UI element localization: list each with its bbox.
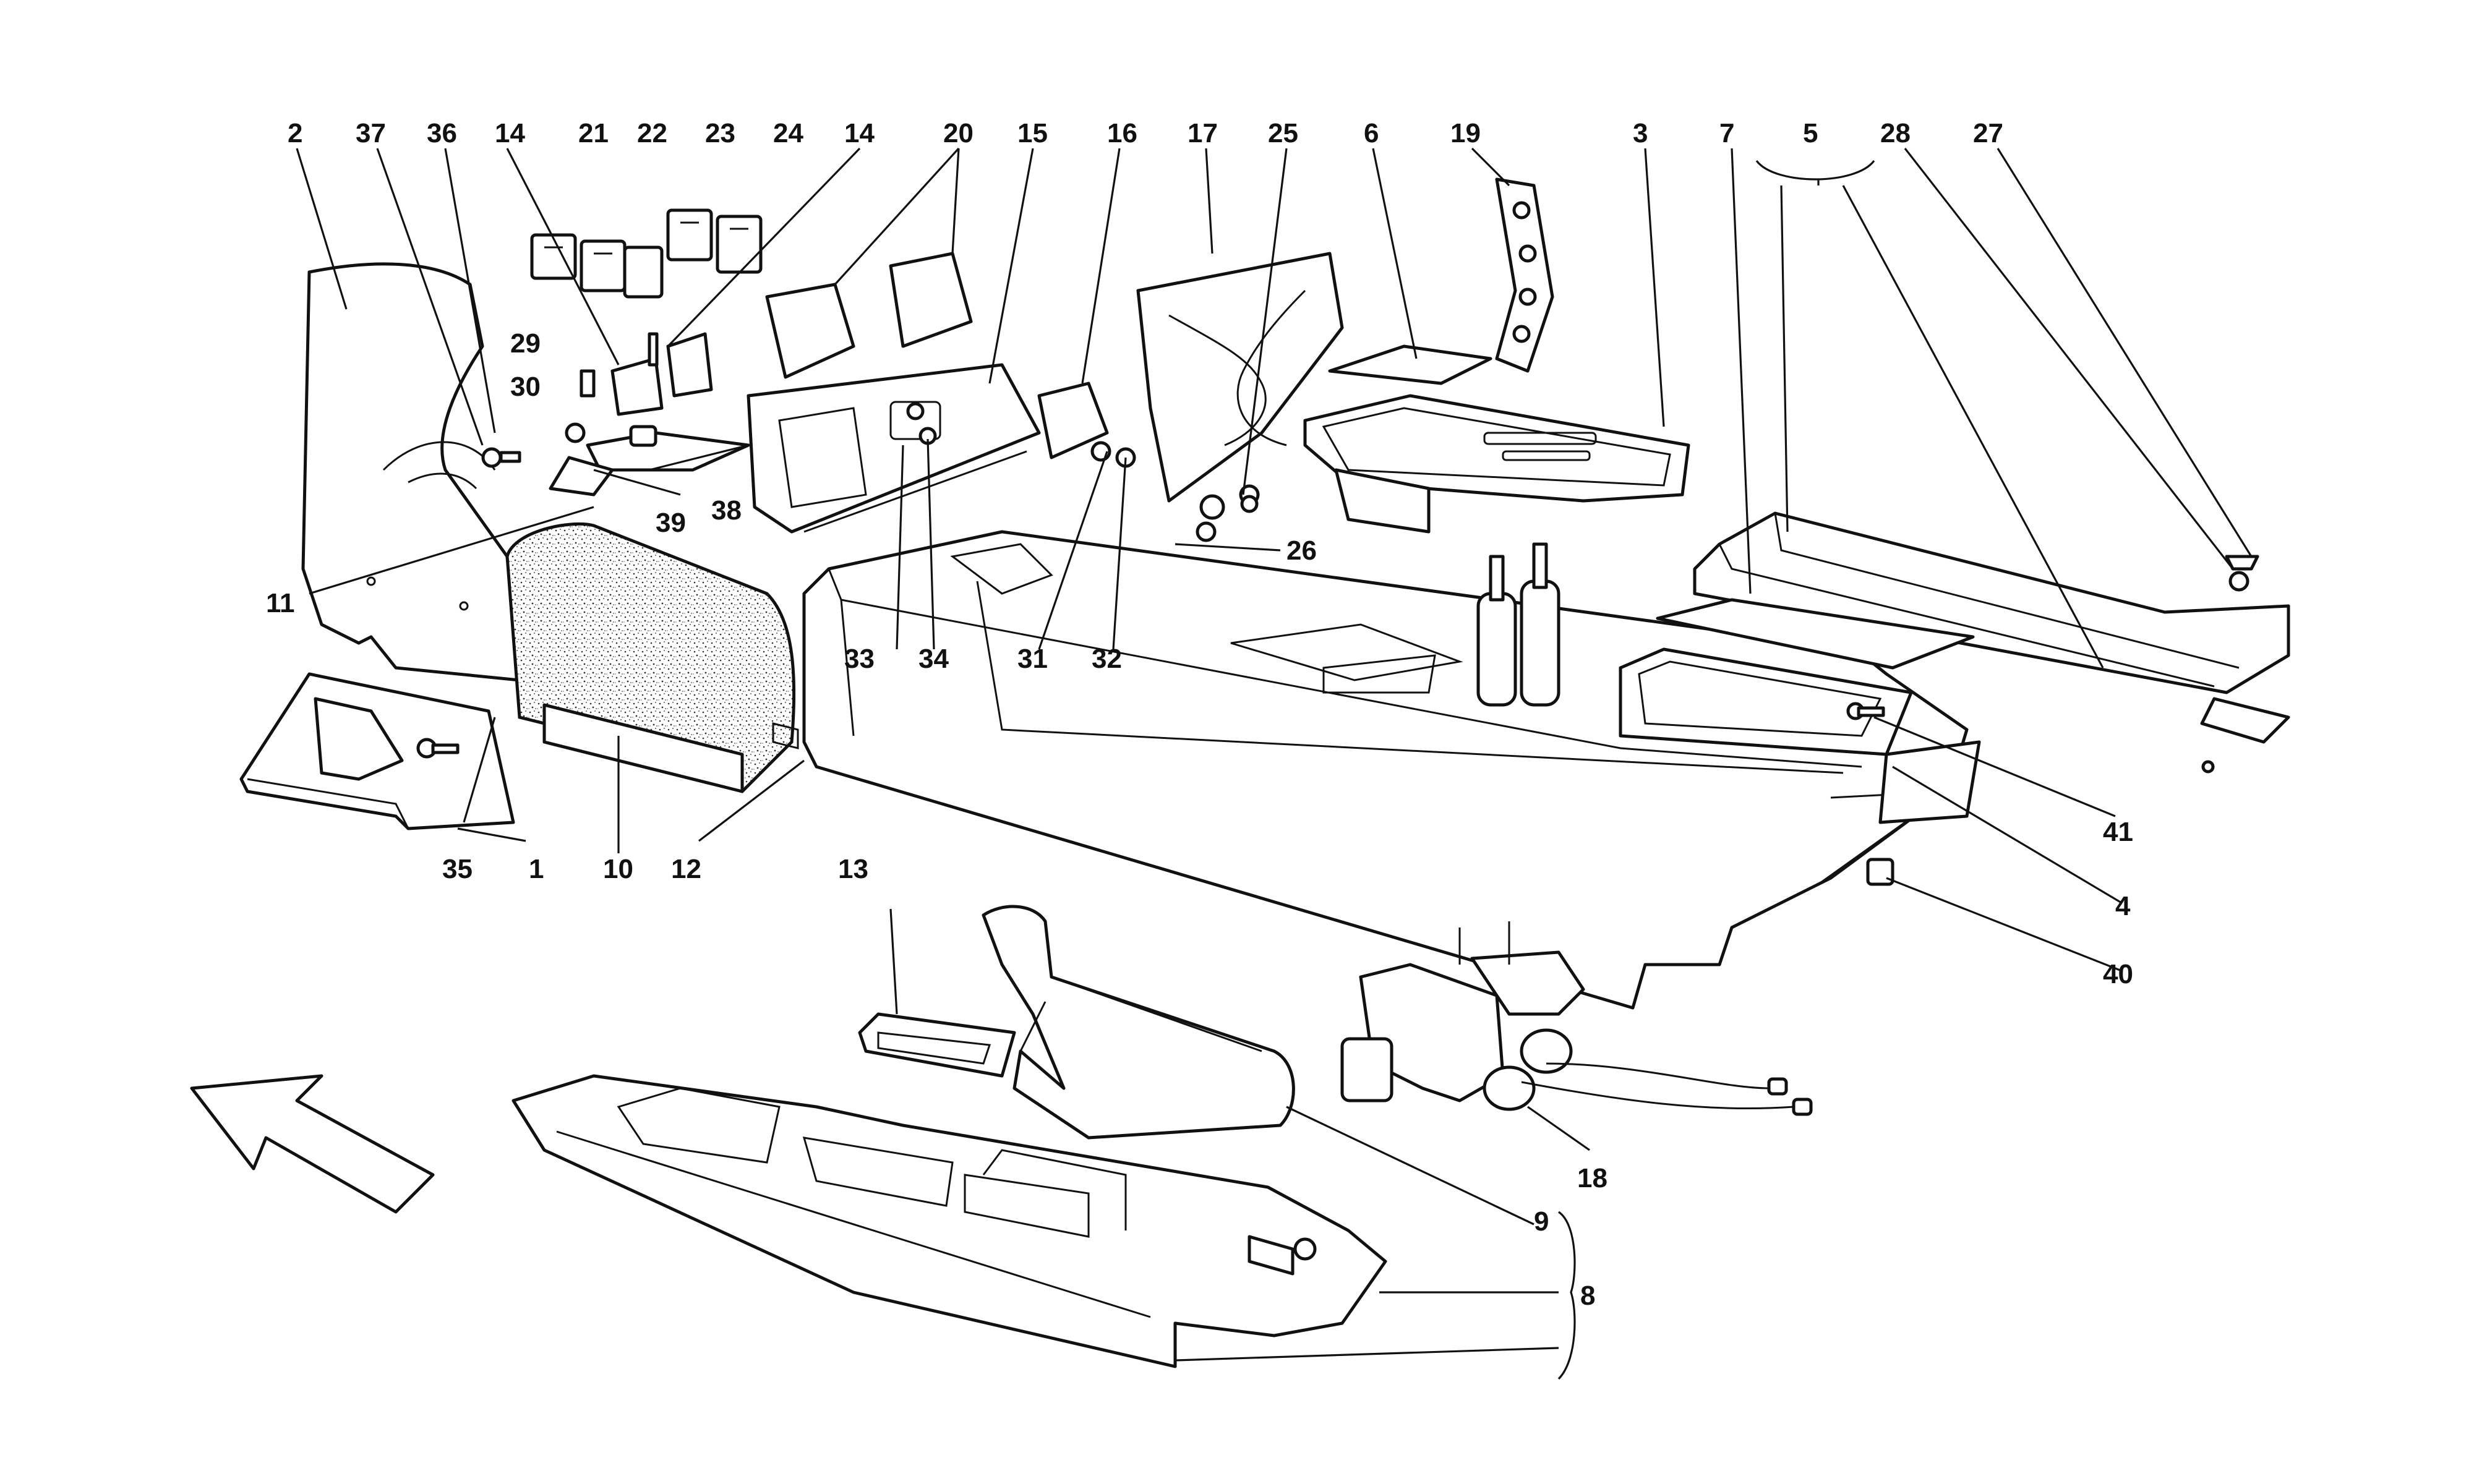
lid-plate [1328, 344, 1492, 385]
floor-console [511, 1074, 1387, 1368]
callout-39: 39 [656, 508, 686, 538]
callout-25: 25 [1268, 118, 1298, 148]
rear-shelf [1656, 511, 2290, 774]
relay-boxes [765, 252, 973, 379]
tunnel-cover [505, 522, 796, 793]
callout-4: 4 [2115, 891, 2131, 921]
callout-14b: 14 [844, 118, 875, 148]
callout-1: 1 [529, 854, 544, 884]
callout-16: 16 [1107, 118, 1137, 148]
callout-19: 19 [1450, 118, 1481, 148]
callout-7: 7 [1719, 118, 1734, 148]
callout-6: 6 [1364, 118, 1379, 148]
callout-40: 40 [2103, 959, 2133, 989]
strip-bracket [1495, 177, 1554, 373]
callout-31: 31 [1017, 644, 1048, 674]
direction-arrow-icon [190, 1074, 435, 1214]
callout-2: 2 [288, 118, 302, 148]
callout-3: 3 [1633, 118, 1648, 148]
leader-lines [296, 147, 2253, 1380]
callout-37: 37 [356, 118, 386, 148]
callout-9: 9 [1534, 1206, 1549, 1237]
callout-26: 26 [1286, 535, 1317, 566]
motor-pump [1340, 921, 1813, 1116]
upper-console-tray [1303, 394, 1690, 534]
callout-30: 30 [510, 372, 541, 402]
callout-28: 28 [1880, 118, 1911, 148]
callout-22: 22 [637, 118, 667, 148]
connectors [530, 208, 763, 299]
callout-35: 35 [442, 854, 473, 884]
callout-23: 23 [705, 118, 735, 148]
callout-10: 10 [603, 854, 633, 884]
callout-11: 11 [266, 588, 295, 618]
callout-38: 38 [711, 495, 742, 526]
callout-20: 20 [943, 118, 974, 148]
handbrake-boot [982, 905, 1295, 1140]
callout-18: 18 [1577, 1163, 1607, 1193]
callout-21: 21 [578, 118, 609, 148]
switch-module [1037, 382, 1136, 468]
small-tray [858, 1012, 1016, 1078]
callout-15: 15 [1017, 118, 1048, 148]
small-brackets [549, 332, 750, 497]
callout-33: 33 [844, 644, 875, 674]
callout-14: 14 [495, 118, 525, 148]
callout-32: 32 [1092, 644, 1122, 674]
support-panel [1136, 252, 1344, 520]
lower-bracket [239, 672, 515, 830]
callout-5: 5 [1803, 118, 1818, 148]
callout-24: 24 [773, 118, 803, 148]
callout-13: 13 [838, 854, 868, 884]
callout-labels: 2 37 36 14 21 22 23 24 14 20 15 16 17 25… [266, 118, 2133, 1311]
switch-panel [747, 363, 1041, 534]
callout-41: 41 [2103, 817, 2133, 847]
callout-27: 27 [1973, 118, 2003, 148]
callout-17: 17 [1188, 118, 1218, 148]
callout-12: 12 [671, 854, 701, 884]
callout-36: 36 [427, 118, 457, 148]
side-trim-panel [301, 262, 521, 682]
callout-8: 8 [1580, 1281, 1595, 1311]
callout-34: 34 [918, 644, 949, 674]
gas-struts [1476, 542, 1560, 707]
callout-29: 29 [510, 328, 541, 359]
storage-tray [1619, 647, 1981, 824]
